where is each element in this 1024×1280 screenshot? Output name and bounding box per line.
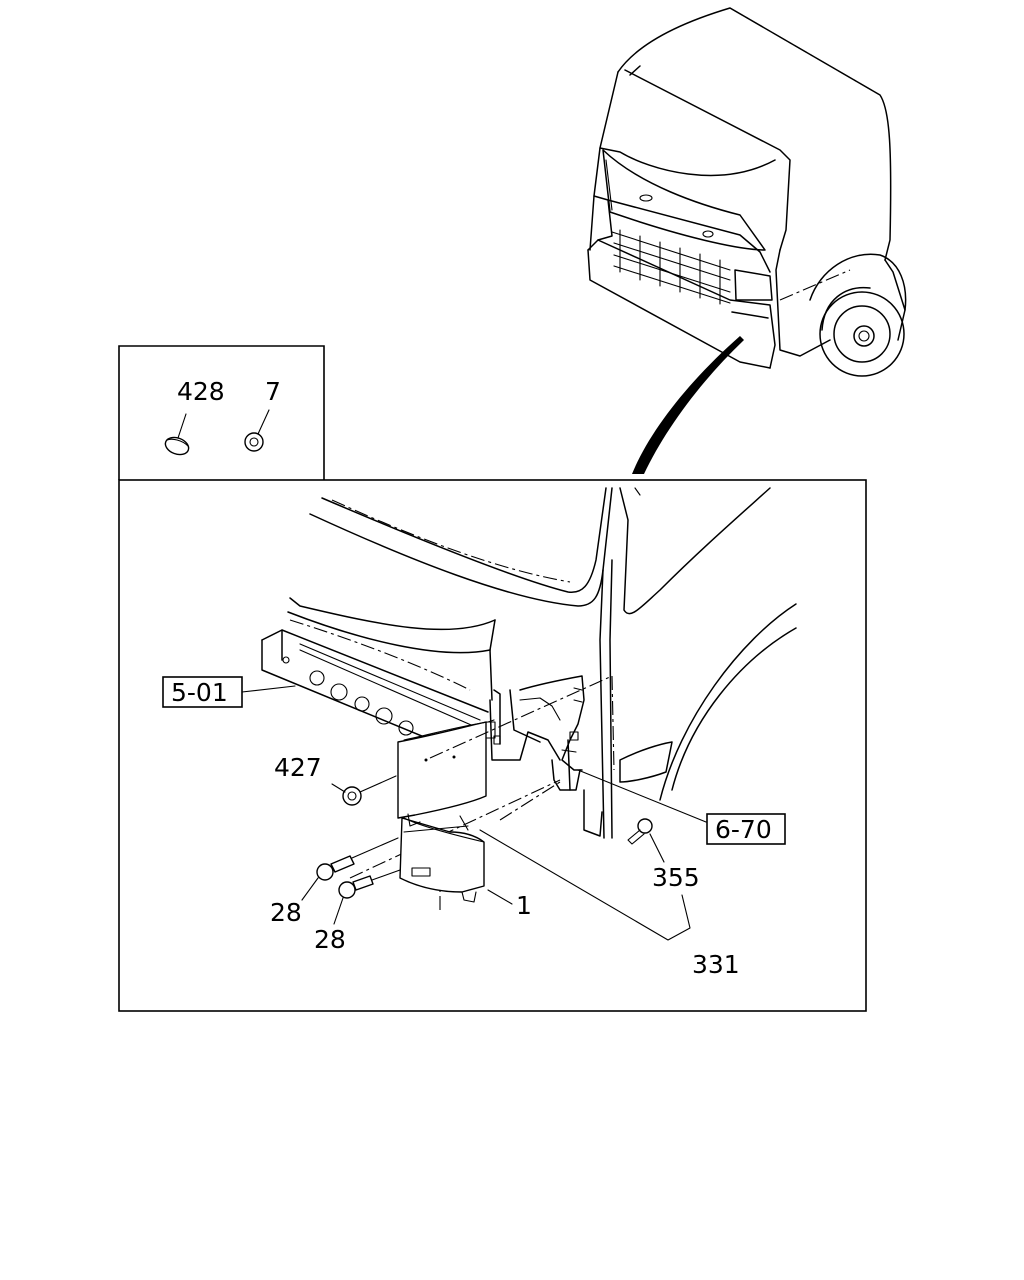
bolt-part-28-upper [301, 837, 399, 901]
callout-6-70: 6-70 [715, 815, 772, 844]
callout-7: 7 [265, 377, 281, 406]
callout-1: 1 [516, 891, 532, 920]
bolt-part-28-lower [333, 869, 401, 925]
small-parts-box [118, 345, 325, 480]
truck-overview [587, 7, 907, 474]
callout-28-lower: 28 [314, 925, 346, 954]
plug-part-428 [164, 413, 190, 456]
callout-28-upper: 28 [270, 898, 302, 927]
callout-5-01: 5-01 [171, 678, 228, 707]
callout-427: 427 [274, 753, 322, 782]
callout-355: 355 [652, 863, 700, 892]
corner-lamp-part-1 [399, 813, 485, 903]
callout-box-6-70 [706, 813, 786, 845]
callout-box-5-01 [162, 676, 243, 708]
screw-part-355 [627, 818, 665, 863]
callout-428: 428 [177, 377, 225, 406]
callout-331: 331 [692, 950, 740, 979]
nut-part-427 [331, 775, 397, 806]
detail-drawing [241, 487, 797, 941]
nut-part-7 [244, 409, 270, 452]
detail-frame [118, 479, 867, 1012]
